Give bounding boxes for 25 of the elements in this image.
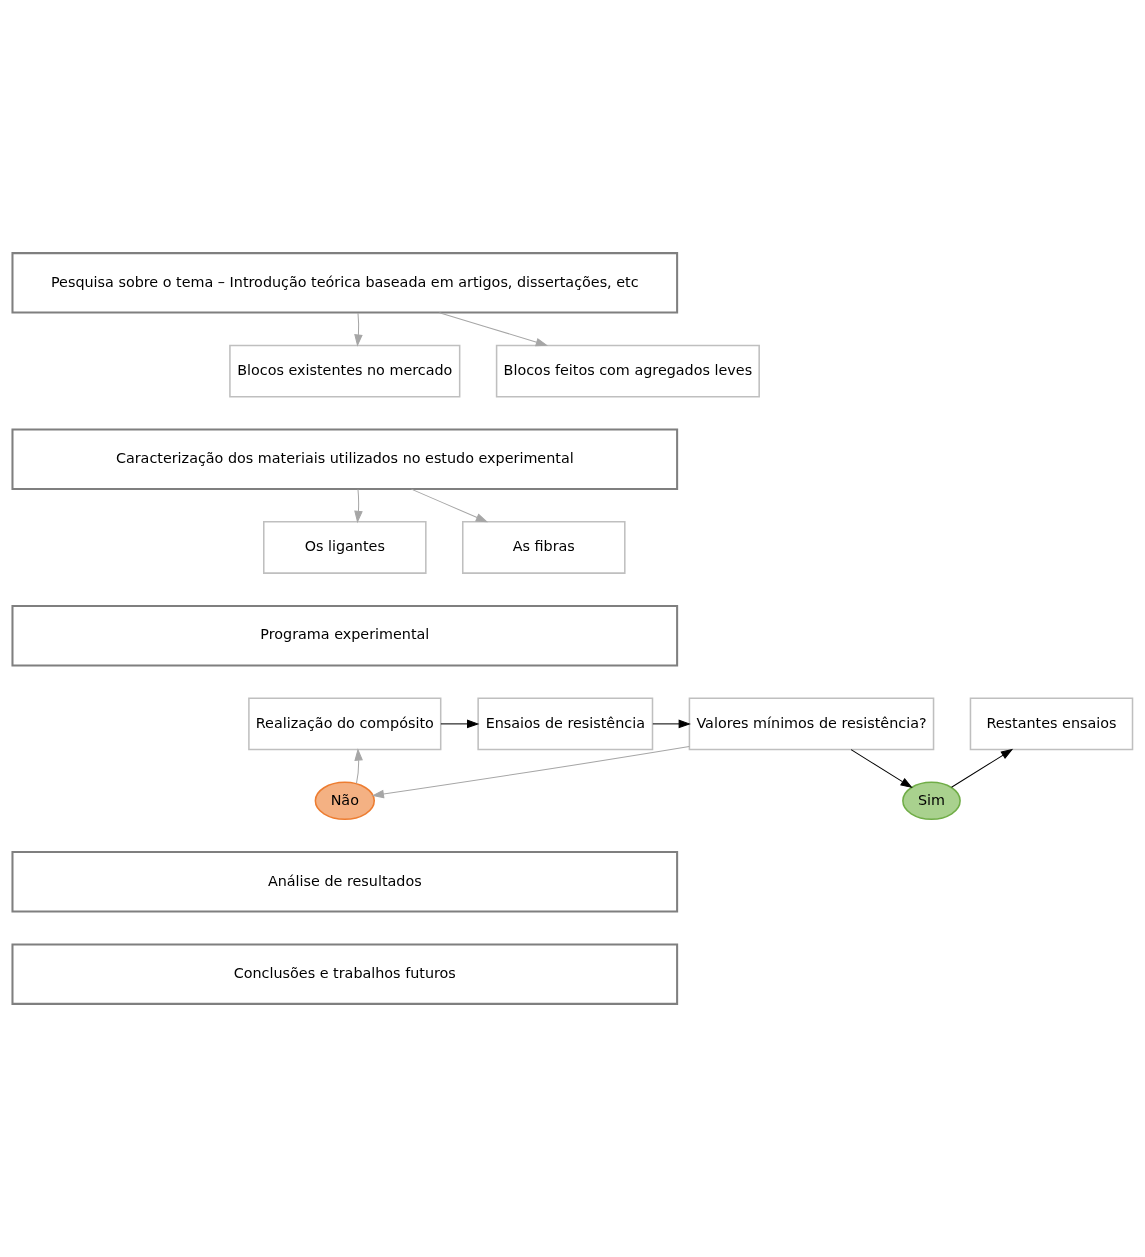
- arrow: [371, 745, 690, 799]
- node-box: Ensaios de resistência: [477, 697, 654, 751]
- node-box: Valores mínimos de resistência?: [688, 697, 935, 751]
- node-box: Programa experimental: [11, 604, 679, 667]
- node-box: As fibras: [462, 521, 626, 574]
- node-box: Blocos feitos com agregados leves: [495, 344, 760, 398]
- arrow: [438, 312, 549, 347]
- arrow: [951, 748, 1014, 788]
- arrow: [354, 488, 363, 524]
- node-ellipse: Sim: [902, 781, 961, 821]
- node-box: Análise de resultados: [11, 851, 679, 913]
- arrow: [354, 312, 363, 347]
- arrow: [652, 719, 691, 729]
- arrow: [410, 488, 489, 523]
- node-box: Pesquisa sobre o tema – Introdução teórica baseada em artigos, dissertações, etc: [11, 252, 679, 314]
- node-box: Realização do compósito: [248, 697, 442, 751]
- node-box: Conclusões e trabalhos futuros: [11, 943, 679, 1005]
- node-box: Restantes ensaios: [969, 697, 1134, 751]
- node-box: Blocos existentes no mercado: [229, 344, 461, 398]
- node-ellipse: Não: [314, 781, 375, 821]
- arrow: [850, 749, 913, 789]
- arrow: [440, 719, 480, 729]
- node-box: Os ligantes: [263, 521, 427, 574]
- node-box: Caracterização dos materiais utilizados no estudo experimental: [11, 428, 679, 491]
- arrow: [354, 748, 363, 784]
